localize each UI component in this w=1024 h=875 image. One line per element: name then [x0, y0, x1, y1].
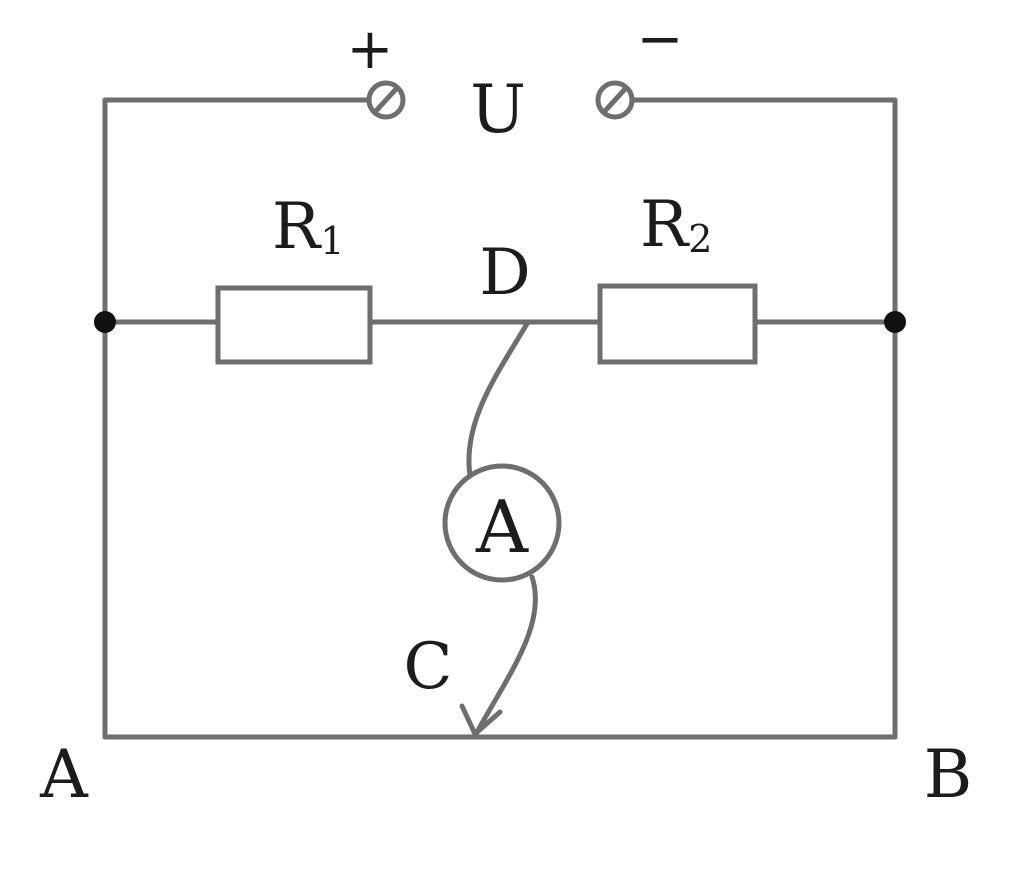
voltage-source: + − U	[102, 7, 898, 325]
voltage-label: U	[470, 71, 526, 148]
r2-subscript: 2	[688, 217, 712, 261]
top-right-wire	[629, 97, 898, 325]
r1-letter: R	[272, 190, 322, 264]
lead-ammeter-to-slider	[473, 574, 538, 737]
junction-node-left	[94, 311, 116, 333]
plus-sign: +	[347, 17, 394, 82]
minus-sign: −	[637, 7, 684, 72]
ammeter-label: A	[475, 485, 529, 569]
top-left-wire	[102, 97, 371, 325]
node-c-label: C	[404, 630, 453, 704]
resistor-r1	[215, 285, 373, 365]
junction-node-right	[884, 311, 906, 333]
node-a-label: A	[39, 736, 89, 813]
resistor-r2	[597, 283, 758, 365]
negative-terminal	[595, 80, 635, 120]
ammeter	[442, 463, 562, 583]
lead-d-to-ammeter	[466, 319, 531, 479]
r2-letter: R	[640, 188, 690, 262]
resistor-branch: R1 R2 D	[102, 188, 898, 365]
node-d-label: D	[479, 236, 530, 310]
resistor-r1-label: R1	[272, 190, 344, 264]
positive-terminal	[366, 80, 406, 120]
r1-subscript: 1	[320, 219, 344, 263]
slider-arrowhead	[459, 703, 503, 737]
resistor-r2-label: R2	[640, 188, 712, 262]
ammeter-branch: A C	[404, 319, 562, 737]
outer-frame	[102, 319, 898, 740]
node-b-label: B	[924, 736, 973, 813]
